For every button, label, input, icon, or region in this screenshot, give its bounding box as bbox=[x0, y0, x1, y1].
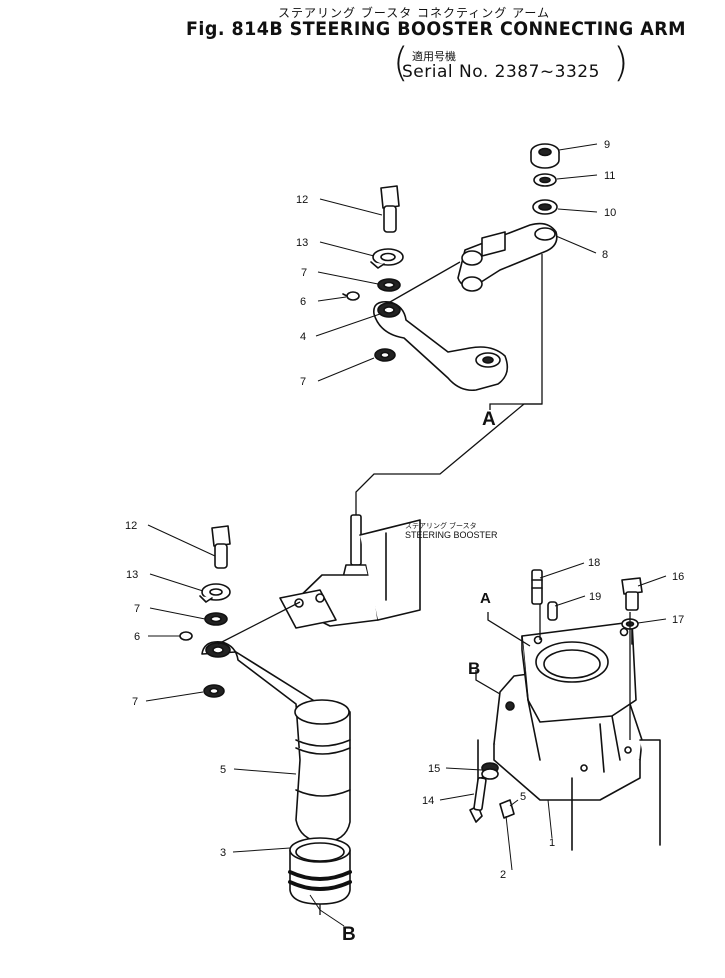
nut-part-15 bbox=[481, 762, 499, 780]
callout-11: 11 bbox=[604, 170, 615, 182]
callout-7-lower-a: 7 bbox=[134, 603, 140, 615]
callout-labels: 9 11 10 8 12 13 7 6 4 7 12 13 7 6 7 5 3 … bbox=[125, 139, 684, 881]
title-japanese: ステアリング ブースタ コネクティング アーム bbox=[278, 6, 551, 20]
callout-15: 15 bbox=[428, 763, 440, 775]
figure-title: Fig. 814B STEERING BOOSTER CONNECTING AR… bbox=[186, 18, 686, 40]
callout-13-lower: 13 bbox=[126, 569, 138, 581]
callout-14: 14 bbox=[422, 795, 434, 807]
bolt-part-14 bbox=[469, 777, 487, 823]
callout-17: 17 bbox=[672, 614, 684, 626]
washer-part-7-upper-a bbox=[377, 278, 401, 292]
callout-16: 16 bbox=[672, 571, 684, 583]
callout-10: 10 bbox=[604, 207, 616, 219]
washer-part-7-lower-b bbox=[203, 684, 225, 698]
ref-b-lower: B bbox=[342, 924, 356, 945]
ref-a-bracket: A bbox=[480, 590, 491, 607]
bolt-part-12-lower bbox=[211, 525, 231, 569]
callout-3: 3 bbox=[220, 847, 226, 859]
callout-7-lower-b: 7 bbox=[132, 696, 138, 708]
washer-part-10 bbox=[532, 199, 558, 215]
bracket-part-1 bbox=[477, 621, 661, 851]
left-parenthesis: ( bbox=[393, 40, 409, 86]
pin-part-19 bbox=[547, 601, 558, 621]
callout-7-upper-a: 7 bbox=[301, 267, 307, 279]
callout-6-upper: 6 bbox=[300, 296, 306, 308]
callout-5-fitting: 5 bbox=[520, 791, 526, 803]
washer-part-7-upper-b bbox=[374, 348, 396, 362]
grease-fitting-part-2 bbox=[499, 799, 515, 819]
callout-1: 1 bbox=[549, 837, 555, 849]
bolt-part-16 bbox=[621, 577, 643, 611]
callout-12-lower: 12 bbox=[125, 520, 137, 532]
lock-plate-part-13-upper bbox=[370, 248, 404, 269]
leader-lines bbox=[145, 143, 667, 927]
bushing-part-3 bbox=[288, 837, 352, 905]
callout-18: 18 bbox=[588, 557, 600, 569]
booster-label: STEERING BOOSTER bbox=[405, 530, 498, 540]
connecting-arm-part-8 bbox=[457, 222, 558, 292]
callout-19: 19 bbox=[589, 591, 601, 603]
lock-washer-part-11 bbox=[533, 173, 557, 187]
booster-label-japanese: ステアリング ブースタ bbox=[405, 521, 477, 530]
grease-fitting-part-6-upper bbox=[342, 291, 360, 301]
callout-5: 5 bbox=[220, 764, 226, 776]
ref-a-upper: A bbox=[482, 409, 496, 430]
serial-range: Serial No. 2387~3325 bbox=[402, 62, 600, 82]
washer-part-7-lower-a bbox=[204, 612, 228, 626]
applicable-label-japanese: 適用号機 bbox=[412, 50, 456, 63]
callout-6-lower: 6 bbox=[134, 631, 140, 643]
bolt-part-12-upper bbox=[380, 185, 400, 233]
callout-9: 9 bbox=[604, 139, 610, 151]
arm-part-4 bbox=[373, 300, 509, 392]
reference-lines bbox=[217, 254, 631, 915]
callout-8: 8 bbox=[602, 249, 608, 261]
grease-fitting-part-6-lower bbox=[179, 631, 193, 641]
callout-2: 2 bbox=[500, 869, 506, 881]
lock-plate-part-13-lower bbox=[199, 583, 231, 603]
arm-part-5 bbox=[201, 640, 351, 843]
dowel-pin-part-18 bbox=[531, 569, 543, 605]
callout-4: 4 bbox=[300, 331, 306, 343]
callout-7-upper-b: 7 bbox=[300, 376, 306, 388]
ref-b-bracket: B bbox=[468, 659, 480, 678]
callout-13-upper: 13 bbox=[296, 237, 308, 249]
nut-part-9 bbox=[530, 143, 560, 169]
right-parenthesis: ) bbox=[613, 40, 629, 86]
reference-letters: A A B B bbox=[342, 409, 496, 945]
steering-booster-body bbox=[279, 514, 421, 629]
callout-12-upper: 12 bbox=[296, 194, 308, 206]
